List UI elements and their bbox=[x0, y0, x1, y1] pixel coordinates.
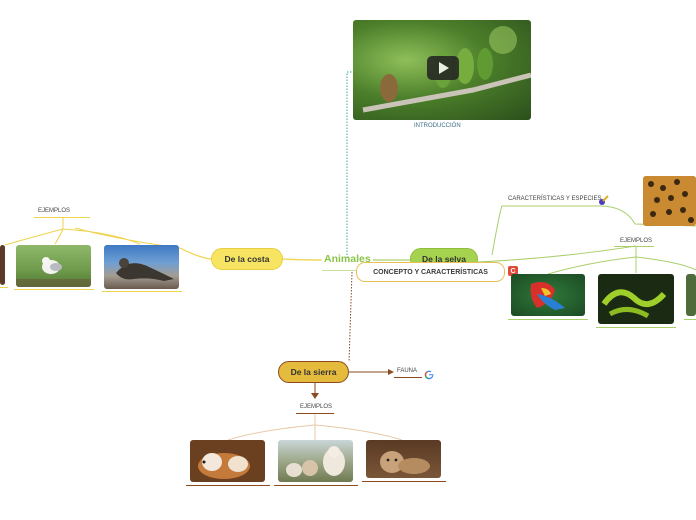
selva-examples-label: EJEMPLOS bbox=[620, 238, 653, 244]
selva-photo-jaguar[interactable] bbox=[643, 176, 696, 226]
costa-examples-label: EJEMPLOS bbox=[38, 208, 71, 214]
google-icon[interactable] bbox=[424, 367, 434, 380]
central-underline bbox=[322, 270, 374, 271]
central-topic[interactable]: Animales bbox=[324, 253, 371, 265]
selva-traits-label: CARACTERÍSTICAS Y ESPECIES bbox=[508, 196, 602, 202]
selva-photo-partial[interactable] bbox=[686, 274, 696, 316]
puma-image bbox=[380, 451, 430, 474]
costa-photo-iguana[interactable] bbox=[104, 245, 179, 289]
selva-examples-underline bbox=[614, 246, 654, 247]
selva-photo-underline-3 bbox=[684, 319, 696, 320]
concept-box[interactable]: CONCEPTO Y CARACTERÍSTICAS bbox=[356, 262, 505, 282]
costa-photo-underline-2 bbox=[14, 289, 94, 290]
sierra-fauna-label: FAUNA bbox=[397, 368, 418, 374]
concept-label: CONCEPTO Y CARACTERÍSTICAS bbox=[373, 268, 488, 276]
intro-video-thumbnail[interactable] bbox=[353, 20, 531, 120]
selva-photo-underline-2 bbox=[596, 327, 676, 328]
selva-photo-snake[interactable] bbox=[598, 274, 674, 324]
tool-icon[interactable] bbox=[598, 193, 609, 205]
jaguar-image bbox=[643, 176, 696, 226]
selva-photo-macaw[interactable] bbox=[511, 274, 585, 316]
sierra-examples-label: EJEMPLOS bbox=[300, 404, 333, 410]
macaw-image bbox=[530, 282, 565, 310]
sierra-photo-underline-2 bbox=[274, 485, 358, 486]
c-badge-icon[interactable]: C bbox=[508, 266, 518, 276]
sierra-examples-underline bbox=[296, 413, 334, 414]
costa-photo-underline-3 bbox=[102, 291, 182, 292]
guinea-pig-image bbox=[198, 453, 250, 479]
node-de-la-sierra[interactable]: De la sierra bbox=[278, 361, 349, 383]
sierra-photo-guinea-pig[interactable] bbox=[190, 440, 265, 482]
sierra-photo-puma[interactable] bbox=[366, 440, 441, 478]
llamas-image bbox=[286, 446, 345, 477]
sierra-photo-llamas[interactable] bbox=[278, 440, 353, 482]
iguana-image bbox=[116, 258, 174, 281]
play-icon[interactable] bbox=[427, 56, 459, 80]
seagull-image bbox=[16, 257, 91, 287]
costa-photo-seagull[interactable] bbox=[16, 245, 91, 287]
costa-photo-underline-1 bbox=[0, 287, 8, 288]
intro-caption: INTRODUCCIÓN bbox=[414, 123, 461, 129]
sierra-photo-underline-3 bbox=[362, 481, 446, 482]
snake-image bbox=[601, 289, 667, 319]
sierra-fauna-underline bbox=[394, 377, 422, 378]
costa-photo-partial[interactable] bbox=[0, 245, 5, 285]
sierra-photo-underline-1 bbox=[186, 485, 270, 486]
costa-examples-underline bbox=[34, 217, 90, 218]
node-de-la-costa[interactable]: De la costa bbox=[211, 248, 283, 270]
selva-photo-underline-1 bbox=[508, 319, 588, 320]
